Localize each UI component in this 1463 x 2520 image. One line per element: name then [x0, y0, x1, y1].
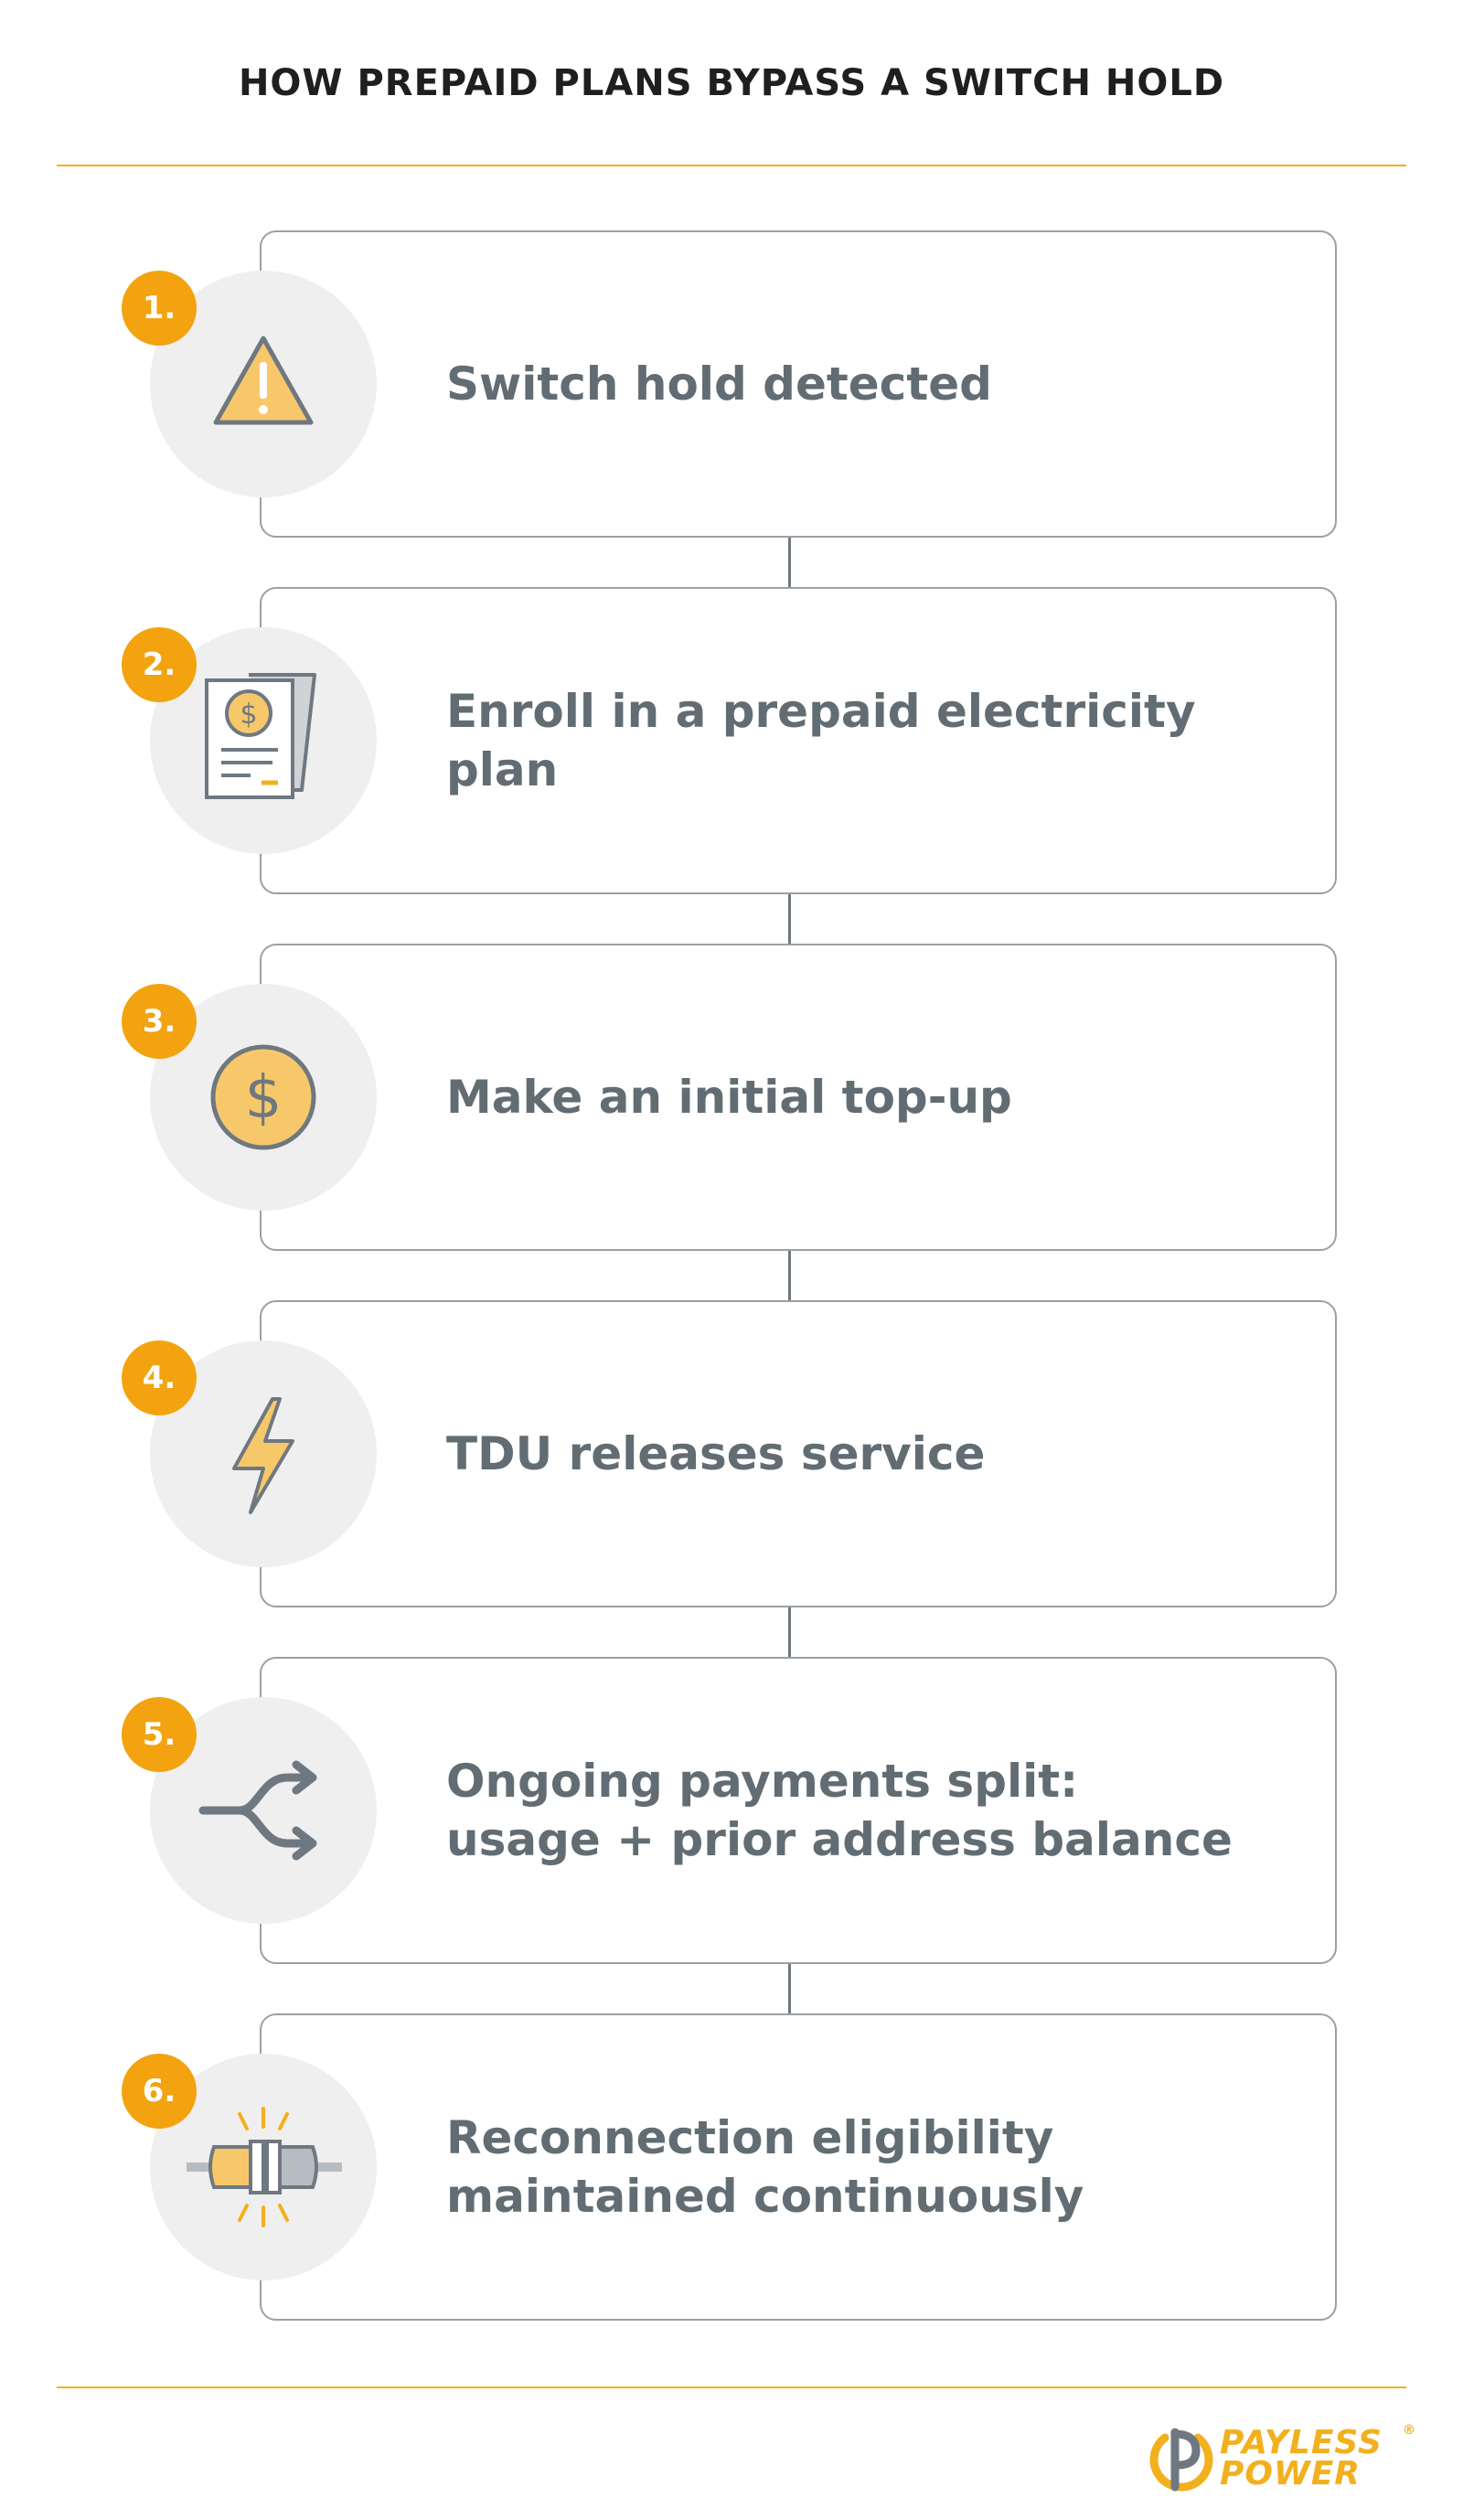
step-connector	[788, 538, 791, 587]
step-connector	[788, 894, 791, 944]
dollar-coin-icon: $	[210, 1044, 316, 1150]
svg-text:$: $	[245, 1064, 283, 1132]
step-number-badge: 6.	[122, 2054, 197, 2129]
step-card-3: Make an initial top-up	[260, 944, 1337, 1251]
step-label: Enroll in a prepaid electricity plan	[446, 685, 1196, 796]
plug-connection-icon	[187, 2107, 342, 2227]
step-card-5: Ongoing payments split: usage + prior ad…	[260, 1657, 1337, 1964]
step-connector	[788, 1251, 791, 1300]
svg-text:$: $	[240, 699, 257, 731]
step-card-2: Enroll in a prepaid electricity plan	[260, 587, 1337, 894]
registered-mark: ®	[1403, 2423, 1415, 2438]
warning-icon	[213, 336, 314, 425]
lightning-bolt-icon	[232, 1397, 294, 1514]
payless-power-logo: PAYLESS POWER ®	[1145, 2423, 1415, 2496]
step-card-4: TDU releases service	[260, 1300, 1337, 1607]
step-label: Switch hold detected	[446, 358, 992, 411]
step-label: Ongoing payments split: usage + prior ad…	[446, 1755, 1233, 1866]
logo-text-line1: PAYLESS	[1220, 2424, 1383, 2461]
step-label: TDU releases service	[446, 1427, 986, 1480]
step-connector	[788, 1607, 791, 1657]
step-card-1: Switch hold detected	[260, 230, 1337, 538]
step-icon-circle	[150, 1340, 377, 1567]
logo-text-line2: POWER	[1220, 2455, 1362, 2493]
top-divider	[57, 165, 1406, 166]
split-arrows-icon	[198, 1760, 317, 1861]
step-card-6: Reconnection eligibility maintained cont…	[260, 2013, 1337, 2321]
step-label: Make an initial top-up	[446, 1071, 1012, 1124]
step-number-badge: 5.	[122, 1697, 197, 1772]
document-dollar-icon: $	[205, 673, 316, 799]
step-number-badge: 2.	[122, 627, 197, 702]
step-number-badge: 4.	[122, 1340, 197, 1415]
bottom-divider	[57, 2387, 1406, 2388]
step-number-badge: 3.	[122, 984, 197, 1059]
step-label: Reconnection eligibility maintained cont…	[446, 2111, 1084, 2223]
page-title: HOW PREPAID PLANS BYPASS A SWITCH HOLD	[238, 62, 1225, 104]
step-number-badge: 1.	[122, 271, 197, 346]
power-logo-icon	[1149, 2428, 1213, 2492]
step-connector	[788, 1964, 791, 2013]
